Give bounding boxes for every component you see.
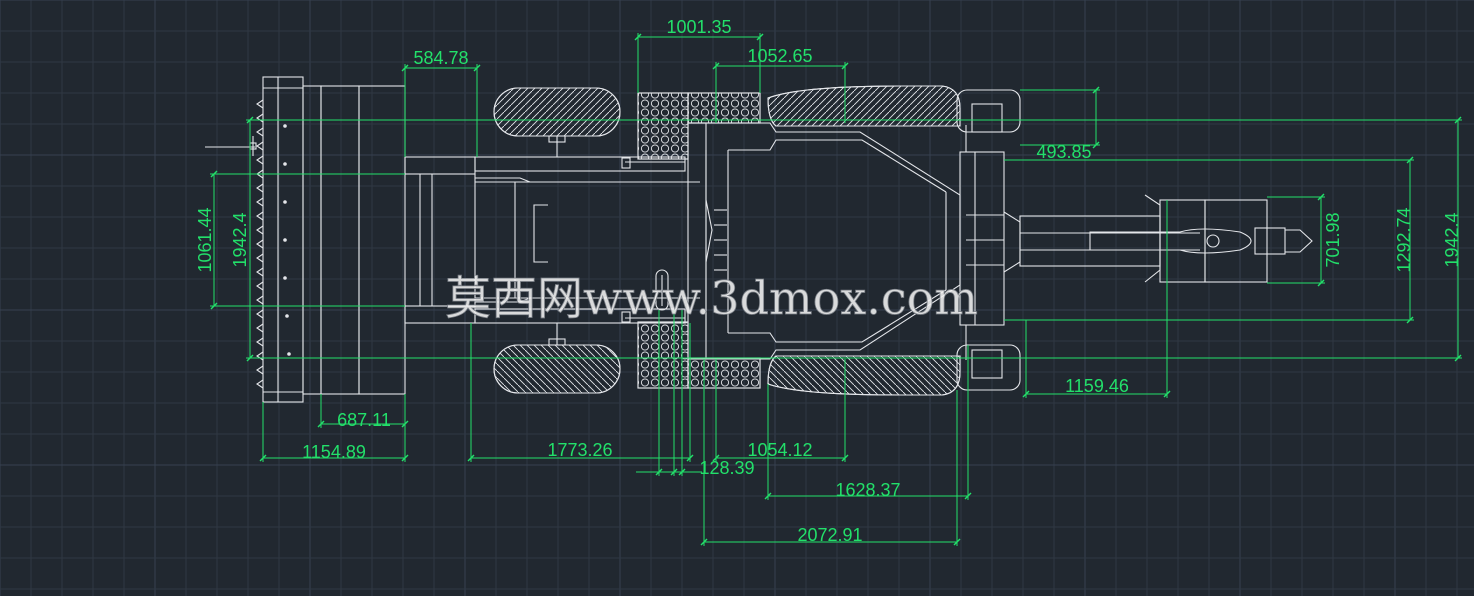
hex-tread-blocks xyxy=(637,92,761,389)
dim-701-98: 701.98 xyxy=(1323,212,1343,267)
bucket-tooth xyxy=(256,99,264,109)
dimension-tick xyxy=(700,538,708,546)
dimension-tick xyxy=(712,454,720,462)
dimension-tick xyxy=(246,354,254,362)
dimension-tick xyxy=(964,492,972,500)
dimension-tick xyxy=(467,454,475,462)
rear-frame xyxy=(956,89,1021,391)
dim-1773-26: 1773.26 xyxy=(547,440,612,460)
dim-1061-44: 1061.44 xyxy=(195,207,215,272)
dimension-tick xyxy=(317,420,325,428)
dimension-tick xyxy=(401,420,409,428)
dim-1052-65: 1052.65 xyxy=(747,46,812,66)
dimension-tick xyxy=(756,33,764,41)
dim-1001-35: 1001.35 xyxy=(666,17,731,37)
bucket-tooth xyxy=(256,141,264,151)
dimension-tick xyxy=(401,64,409,72)
bucket-tooth xyxy=(256,351,264,361)
front-bucket xyxy=(262,76,406,403)
bucket-tooth xyxy=(256,253,264,263)
watermark-text: 莫西网www.3dmox.com xyxy=(445,271,978,325)
dim-1159-46: 1159.46 xyxy=(1065,376,1129,396)
bucket-tooth xyxy=(256,113,264,123)
dimension-tick xyxy=(841,62,849,70)
dimension-tick xyxy=(1022,390,1030,398)
dimension-lines xyxy=(210,33,1462,546)
dimension-tick xyxy=(1406,316,1414,324)
dim-1292-74: 1292.74 xyxy=(1394,207,1414,272)
dimension-tick xyxy=(1317,279,1325,287)
dim-1942-4-left: 1942.4 xyxy=(230,212,250,267)
dimension-tick xyxy=(210,170,218,178)
dimension-tick xyxy=(1092,86,1100,94)
dimension-ticks xyxy=(210,33,1462,546)
dimension-tick xyxy=(670,468,678,476)
bucket-tooth xyxy=(256,295,264,305)
bucket-tooth xyxy=(256,183,264,193)
dimension-tick xyxy=(764,492,772,500)
dimension-tick xyxy=(1092,141,1100,149)
bucket-tooth xyxy=(256,309,264,319)
machine-geometry xyxy=(205,76,1313,403)
dimension-tick xyxy=(712,62,720,70)
dim-493-85: 493.85 xyxy=(1036,142,1091,162)
bucket-tooth xyxy=(256,239,264,249)
bucket-teeth xyxy=(256,99,264,389)
dimension-tick xyxy=(1454,354,1462,362)
backhoe-boom xyxy=(1003,194,1313,283)
bucket-tooth xyxy=(256,127,264,137)
dimension-tick xyxy=(634,33,642,41)
bucket-tooth xyxy=(256,365,264,375)
bucket-tooth xyxy=(256,197,264,207)
dim-128-39: 128.39 xyxy=(699,458,754,478)
dimension-tick xyxy=(1454,116,1462,124)
bucket-tooth xyxy=(256,337,264,347)
loader-arms xyxy=(404,156,700,324)
bucket-tooth xyxy=(256,267,264,277)
dimension-tick xyxy=(686,454,694,462)
dimension-tick xyxy=(401,454,409,462)
dimension-tick xyxy=(1406,156,1414,164)
dim-1628-37: 1628.37 xyxy=(835,480,900,500)
dimension-tick xyxy=(473,64,481,72)
dim-687-11: 687.11 xyxy=(337,410,391,430)
dim-1942-4-right: 1942.4 xyxy=(1442,212,1462,267)
dimension-tick xyxy=(1163,390,1171,398)
dimension-tick xyxy=(841,454,849,462)
dim-1154-89: 1154.89 xyxy=(302,442,366,462)
dimension-tick xyxy=(259,454,267,462)
bucket-tooth xyxy=(256,211,264,221)
dimension-tick xyxy=(1317,193,1325,201)
dim-1054-12: 1054.12 xyxy=(747,440,812,460)
front-wheels xyxy=(493,87,621,394)
bucket-tooth xyxy=(256,281,264,291)
rear-wheels xyxy=(767,85,961,396)
bucket-tooth xyxy=(256,323,264,333)
dimension-tick xyxy=(655,468,663,476)
bucket-tooth xyxy=(256,155,264,165)
dimension-tick xyxy=(678,468,686,476)
dimension-tick xyxy=(210,302,218,310)
dim-2072-91: 2072.91 xyxy=(797,525,862,545)
dim-584-78: 584.78 xyxy=(413,48,468,68)
dimension-tick xyxy=(246,116,254,124)
bucket-tooth xyxy=(256,225,264,235)
bucket-tooth xyxy=(256,379,264,389)
dimension-labels: 1001.35 1052.65 584.78 493.85 1061.44 19… xyxy=(195,17,1462,545)
bucket-pins xyxy=(283,124,291,356)
dimension-tick xyxy=(953,538,961,546)
